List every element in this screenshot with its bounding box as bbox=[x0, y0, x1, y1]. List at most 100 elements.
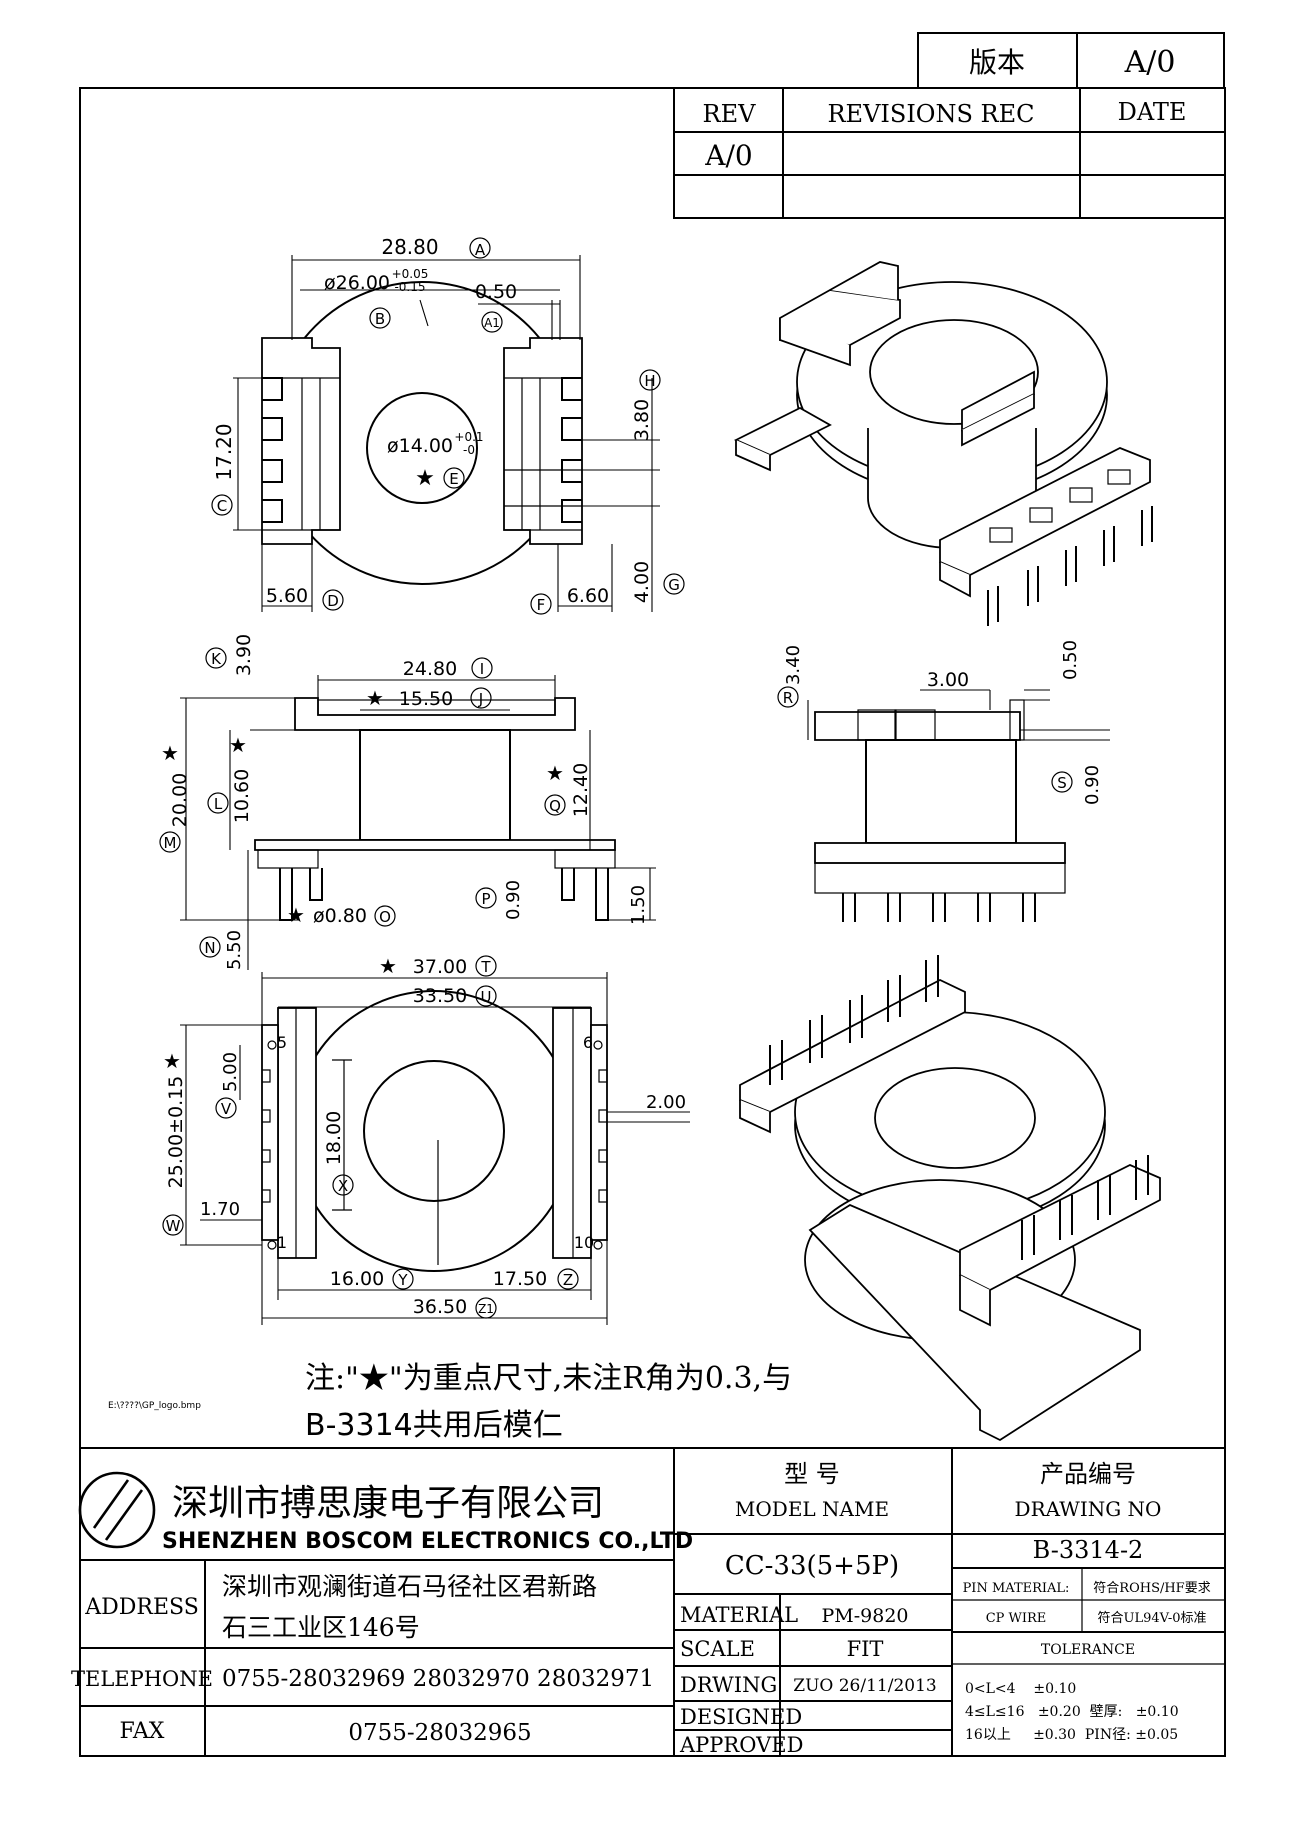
model-name-en: MODEL NAME bbox=[735, 1497, 889, 1521]
tolerance-line-1: 0<L<4 ±0.10 bbox=[965, 1681, 1076, 1697]
pin-material-label: PIN MATERIAL: bbox=[963, 1581, 1070, 1596]
circle-Q: Q bbox=[549, 797, 561, 815]
circle-G: G bbox=[668, 576, 680, 594]
top-view: 28.80 A ø26.00 +0.05 -0.15 B 0.50 A1 ø14… bbox=[211, 235, 685, 615]
dim-A: 28.80 bbox=[381, 235, 438, 259]
front-view: 24.80 I ★ 15.50 J 3.90 K 20.00 ★ M 10.60… bbox=[159, 634, 656, 970]
company-logo bbox=[78, 1471, 156, 1549]
star-J: ★ bbox=[366, 686, 384, 710]
circle-Z: Z bbox=[563, 1271, 573, 1289]
title-block: 深圳市搏思康电子有限公司 SHENZHEN BOSCOM ELECTRONICS… bbox=[71, 1447, 1225, 1757]
drawing-no-cn: 产品编号 bbox=[1040, 1460, 1136, 1488]
scale-value: FIT bbox=[847, 1637, 884, 1661]
star-M: ★ bbox=[161, 741, 179, 765]
circle-Z1: Z1 bbox=[478, 1302, 494, 1316]
address-line-2: 石三工业区146号 bbox=[222, 1613, 420, 1642]
circle-D: D bbox=[327, 592, 339, 610]
circle-S: S bbox=[1057, 774, 1067, 792]
dim-B-tol-dn: -0.15 bbox=[394, 280, 425, 294]
isometric-view-2 bbox=[739, 955, 1161, 1442]
dim-O: ø0.80 bbox=[313, 905, 367, 927]
dim-E-tol-up: +0.1 bbox=[454, 430, 483, 444]
dim-A1: 0.50 bbox=[475, 281, 517, 303]
core-hole bbox=[366, 392, 478, 504]
circle-K: K bbox=[211, 650, 222, 668]
revisions-table: REV REVISIONS REC DATE A/0 bbox=[673, 87, 1226, 219]
circle-O: O bbox=[379, 908, 391, 926]
circle-T: T bbox=[480, 958, 491, 976]
circle-V: V bbox=[221, 1100, 232, 1118]
dim-slot-200: 2.00 bbox=[646, 1092, 686, 1113]
dim-V: 5.00 bbox=[220, 1052, 241, 1092]
dim-Y: 16.00 bbox=[330, 1268, 384, 1290]
dim-E-tol-dn: -0 bbox=[463, 443, 475, 457]
star-Q: ★ bbox=[546, 761, 564, 785]
pin-material-value: 符合ROHS/HF要求 bbox=[1093, 1580, 1210, 1596]
dim-side-3: 3.00 bbox=[927, 669, 969, 691]
dim-R: 3.40 bbox=[783, 645, 804, 685]
dim-U: 33.50 bbox=[413, 985, 467, 1007]
circle-H: H bbox=[644, 372, 655, 390]
circle-C: C bbox=[217, 497, 227, 515]
logo-path-text: E:\????\GP_logo.bmp bbox=[108, 1401, 201, 1411]
dim-H: 3.80 bbox=[631, 399, 653, 441]
circle-A1: A1 bbox=[484, 316, 500, 330]
material-value: PM-9820 bbox=[821, 1605, 908, 1627]
designed-label: DESIGNED bbox=[680, 1705, 802, 1729]
circle-I: I bbox=[480, 660, 484, 678]
material-label: MATERIAL bbox=[680, 1603, 798, 1627]
dim-P: 0.90 bbox=[503, 880, 524, 920]
cp-wire-value: 符合UL94V-0标准 bbox=[1098, 1610, 1207, 1626]
circle-M: M bbox=[164, 834, 177, 852]
dim-Q: 12.40 bbox=[570, 763, 592, 817]
dim-M: 20.00 bbox=[169, 773, 191, 827]
pin-5: 5 bbox=[277, 1033, 287, 1052]
drwing-value: ZUO 26/11/2013 bbox=[793, 1676, 936, 1696]
circle-A: A bbox=[475, 241, 486, 259]
circle-E: E bbox=[449, 470, 458, 488]
dim-Z1: 36.50 bbox=[413, 1296, 467, 1318]
tolerance-line-2: 4≤L≤16 ±0.20 壁厚: ±0.10 bbox=[965, 1704, 1179, 1720]
pin-10: 10 bbox=[574, 1233, 594, 1252]
pin-6: 6 bbox=[583, 1033, 593, 1052]
circle-L: L bbox=[214, 795, 223, 813]
address-label: ADDRESS bbox=[84, 1595, 199, 1620]
circle-P: P bbox=[481, 890, 490, 908]
dim-G: 4.00 bbox=[631, 561, 653, 603]
approved-label: APPROVED bbox=[679, 1733, 803, 1757]
tolerance-label: TOLERANCE bbox=[1041, 1642, 1135, 1658]
circle-Y: Y bbox=[397, 1271, 408, 1289]
dim-S: 0.90 bbox=[1082, 765, 1103, 805]
star-E: ★ bbox=[415, 466, 435, 491]
fax-label: FAX bbox=[120, 1719, 165, 1744]
star-W: ★ bbox=[163, 1049, 181, 1073]
dim-X: 18.00 bbox=[323, 1111, 345, 1165]
circle-B: B bbox=[375, 310, 385, 328]
pin-1: 1 bbox=[277, 1233, 287, 1252]
telephone-value: 0755-28032969 28032970 28032971 bbox=[222, 1666, 654, 1692]
address-line-1: 深圳市观澜街道石马径社区君新路 bbox=[222, 1572, 597, 1601]
scale-label: SCALE bbox=[680, 1637, 755, 1661]
dim-Z: 17.50 bbox=[493, 1268, 547, 1290]
dim-side-05: 0.50 bbox=[1060, 640, 1081, 680]
isometric-view-1 bbox=[733, 261, 1153, 626]
dim-B-tol-up: +0.05 bbox=[392, 267, 429, 281]
circle-X: X bbox=[338, 1177, 348, 1195]
tolerance-line-3: 16以上 ±0.30 PIN径: ±0.05 bbox=[965, 1727, 1178, 1743]
version-box: 版本 A/0 bbox=[917, 32, 1225, 89]
note-line-1: 注:"★"为重点尺寸,未注R角为0.3,与 bbox=[305, 1361, 792, 1396]
version-value: A/0 bbox=[1124, 45, 1176, 80]
star-T: ★ bbox=[379, 954, 397, 978]
circle-U: U bbox=[481, 988, 492, 1006]
drawing-frame bbox=[79, 87, 1226, 1757]
bottom-view: 5 6 1 10 ★ 37.00 T 33.50 U 25.00±0.15 ★ … bbox=[162, 954, 690, 1325]
dim-I: 24.80 bbox=[403, 658, 457, 680]
circle-J: J bbox=[478, 690, 483, 708]
telephone-label: TELEPHONE bbox=[71, 1667, 213, 1691]
dim-E: ø14.00 bbox=[387, 435, 453, 457]
drwing-label: DRWING bbox=[680, 1673, 777, 1697]
dim-B: ø26.00 bbox=[324, 272, 390, 294]
dim-K: 3.90 bbox=[233, 634, 255, 676]
note-line-2: B-3314共用后模仁 bbox=[305, 1408, 563, 1443]
